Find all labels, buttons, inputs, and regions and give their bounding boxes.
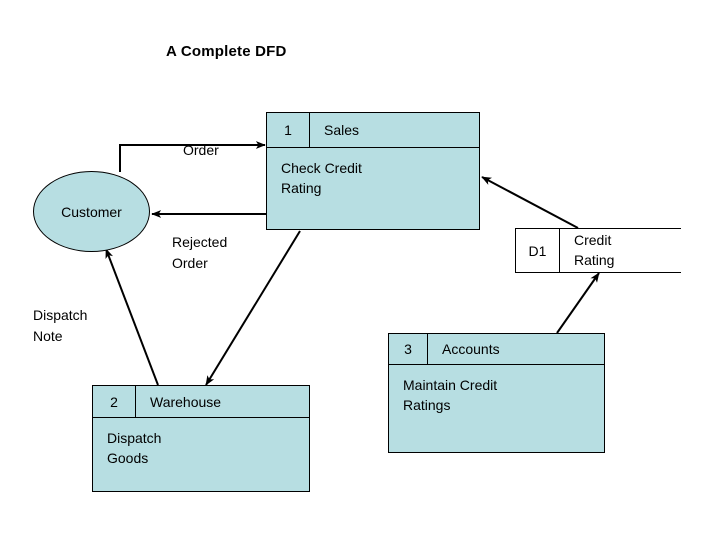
process-accounts-name: Accounts [442, 341, 500, 357]
process-warehouse[interactable]: 2 Warehouse Dispatch Goods [92, 385, 310, 492]
process-warehouse-name: Warehouse [150, 393, 222, 410]
process-warehouse-body: Dispatch Goods [107, 430, 162, 467]
entity-customer-label: Customer [61, 203, 122, 220]
process-warehouse-number: 2 [93, 386, 136, 417]
process-sales-number: 1 [267, 113, 310, 147]
process-sales[interactable]: 1 Sales Check Credit Rating [266, 112, 480, 230]
process-sales-header: 1 Sales [267, 113, 479, 148]
datastore-credit-rating[interactable]: D1 Credit Rating [515, 228, 681, 273]
flow-label-order: Order [183, 142, 219, 158]
process-warehouse-header: 2 Warehouse [93, 386, 309, 418]
entity-customer[interactable]: Customer [33, 171, 150, 252]
process-accounts-body: Maintain Credit Ratings [403, 377, 498, 414]
page-title: A Complete DFD [166, 43, 287, 60]
flow-arrow-accounts-to-credit-rating [556, 272, 600, 334]
process-sales-body: Check Credit Rating [281, 160, 362, 197]
flow-label-rejected-order: Rejected Order [172, 234, 228, 271]
flow-label-dispatch-note: Dispatch Note [33, 307, 88, 344]
datastore-credit-rating-number: D1 [516, 229, 560, 272]
process-accounts-number: 3 [389, 334, 428, 364]
process-sales-name: Sales [324, 122, 360, 138]
flow-arrow-credit-rating-to-sales [481, 176, 579, 229]
process-accounts-header: 3 Accounts [389, 334, 604, 365]
flow-arrow-dispatch-note [105, 248, 159, 386]
process-accounts[interactable]: 3 Accounts Maintain Credit Ratings [388, 333, 605, 453]
datastore-credit-rating-name: Credit Rating [574, 232, 615, 269]
